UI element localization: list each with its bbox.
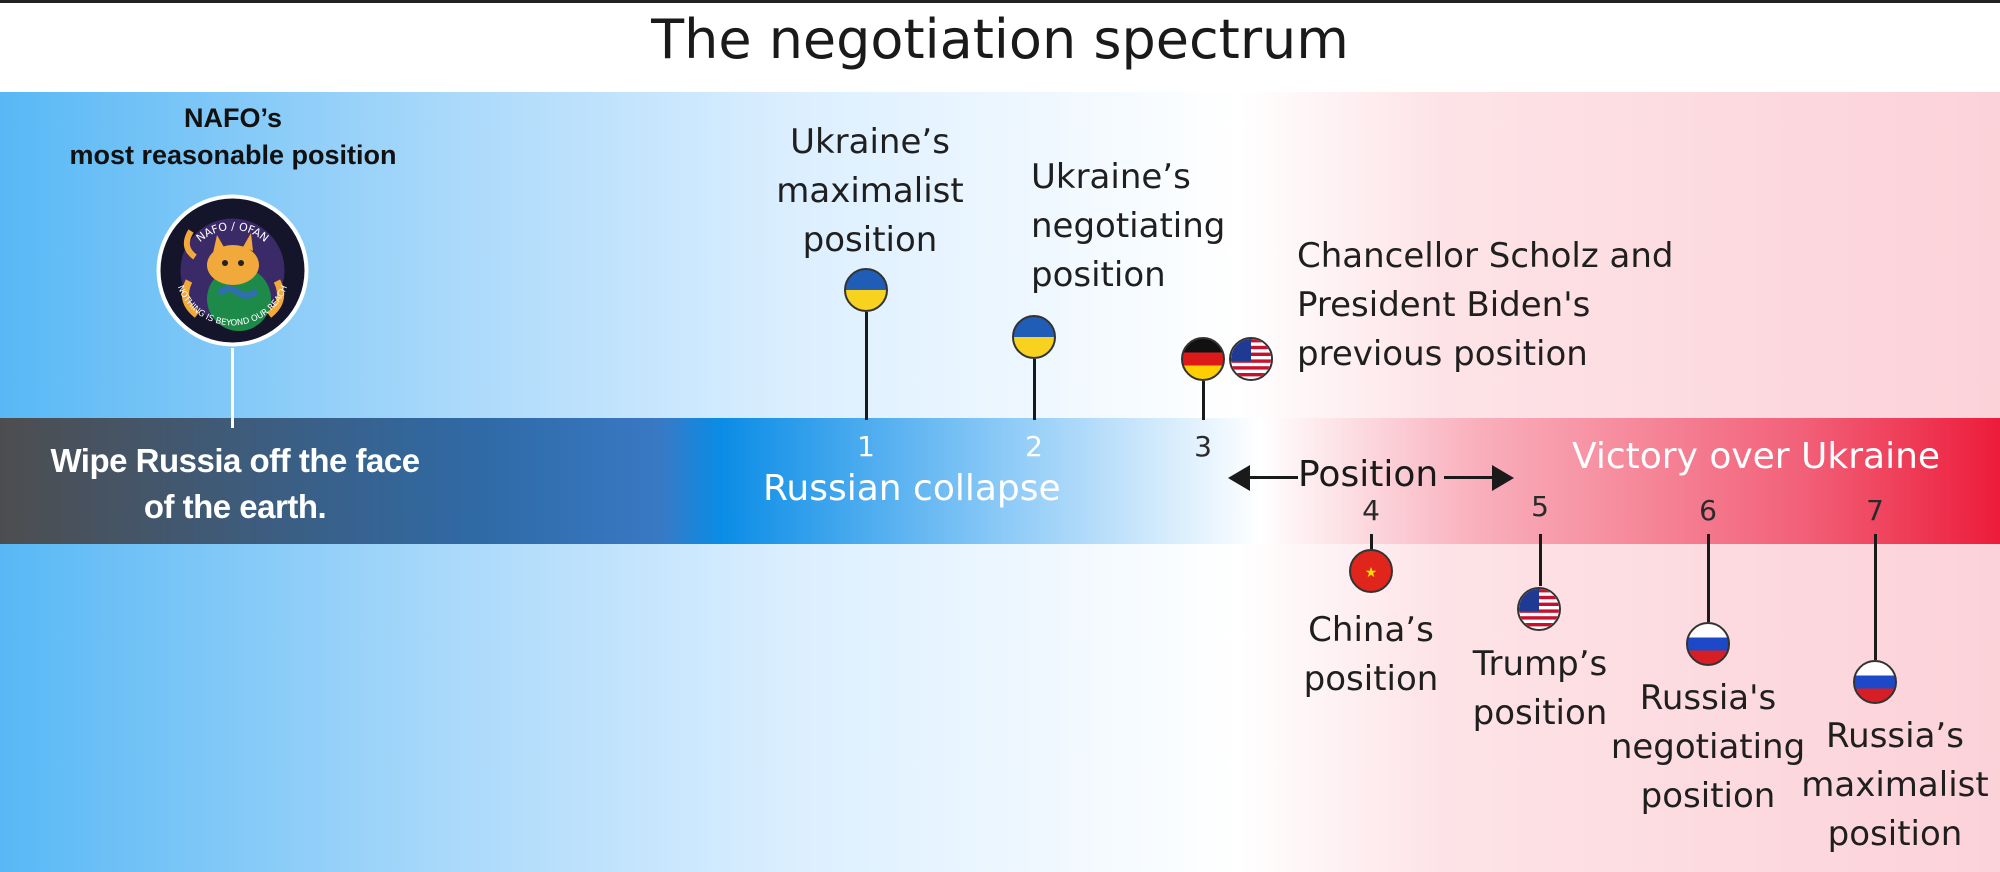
position-4-number: 4 xyxy=(1362,494,1380,527)
position-7-label-line: maximalist xyxy=(1801,765,1989,805)
position-2-label-line: Ukraine’s xyxy=(1031,157,1191,197)
nafo-caption-line2: most reasonable position xyxy=(69,140,397,170)
position-3-label-line: President Biden's xyxy=(1297,285,1591,325)
position-7-label-line: position xyxy=(1827,814,1963,854)
russia-flag-icon xyxy=(1686,622,1730,666)
arrow-right-shaft xyxy=(1444,476,1494,479)
nafo-band-text-line1: Wipe Russia off the face xyxy=(50,442,420,479)
position-3-label-line: previous position xyxy=(1297,334,1588,374)
position-6-label-line: Russia's xyxy=(1639,678,1777,718)
position-label: Position xyxy=(1298,454,1439,495)
nafo-band-text: Wipe Russia off the face of the earth. xyxy=(0,438,470,530)
position-6-label-line: position xyxy=(1640,776,1776,816)
position-2-label-line: position xyxy=(1031,255,1166,295)
position-3-stem xyxy=(1202,381,1205,420)
usa-flag-icon xyxy=(1229,337,1273,381)
germany-flag-icon xyxy=(1181,337,1225,381)
usa-flag-graphic xyxy=(1519,589,1559,629)
arrow-left-icon xyxy=(1228,465,1250,491)
position-2-stem xyxy=(1033,359,1036,420)
position-4-label: China’s position xyxy=(1271,606,1471,704)
nafo-caption: NAFO’s most reasonable position xyxy=(0,100,466,174)
diagram-title: The negotiation spectrum xyxy=(651,8,1349,71)
position-7-label-line: Russia’s xyxy=(1826,716,1964,756)
nafo-logo: NAFO / OFAN NOTHING IS BEYOND OUR REACH xyxy=(156,194,309,347)
arrow-right-icon xyxy=(1492,465,1514,491)
position-3-number: 3 xyxy=(1194,430,1212,463)
position-7-stem xyxy=(1874,534,1877,660)
position-5-stem xyxy=(1539,534,1542,586)
position-7-label: Russia’s maximalist position xyxy=(1790,712,2000,859)
position-2-label-line: negotiating xyxy=(1031,206,1226,246)
nafo-caption-line1: NAFO’s xyxy=(183,103,282,133)
position-1-label: Ukraine’s maximalist position xyxy=(770,118,970,265)
top-rule xyxy=(0,0,2000,3)
position-5-label-line: Trump’s xyxy=(1472,644,1608,684)
position-4-label-line: position xyxy=(1303,659,1439,699)
nafo-stem xyxy=(231,348,234,428)
position-1-label-line: maximalist xyxy=(776,171,964,211)
ukraine-flag-icon xyxy=(844,268,888,312)
usa-flag-icon xyxy=(1517,587,1561,631)
arrow-left-shaft xyxy=(1248,476,1298,479)
position-1-number: 1 xyxy=(857,430,875,463)
nafo-band-text-line2: of the earth. xyxy=(143,488,327,525)
position-5-number: 5 xyxy=(1531,490,1549,523)
position-3-label-line: Chancellor Scholz and xyxy=(1297,236,1674,276)
position-3-label: Chancellor Scholz and President Biden's … xyxy=(1297,232,1673,379)
position-5-label-line: position xyxy=(1472,693,1608,733)
position-5-label: Trump’s position xyxy=(1440,640,1640,738)
position-7-number: 7 xyxy=(1866,494,1884,527)
spectrum-band xyxy=(0,418,2000,544)
position-6-label: Russia's negotiating position xyxy=(1598,674,1818,821)
ukraine-flag-icon xyxy=(1012,315,1056,359)
china-flag-icon: ★ xyxy=(1349,549,1393,593)
position-6-stem xyxy=(1707,534,1710,622)
russia-flag-icon xyxy=(1853,660,1897,704)
position-2-label: Ukraine’s negotiating position xyxy=(1031,153,1225,300)
victory-over-ukraine-label: Victory over Ukraine xyxy=(1572,436,1941,477)
position-4-label-line: China’s xyxy=(1308,610,1434,650)
russian-collapse-label: Russian collapse xyxy=(763,468,1061,509)
position-6-label-line: negotiating xyxy=(1610,727,1806,767)
position-1-label-line: Ukraine’s xyxy=(790,122,950,162)
position-1-stem xyxy=(865,312,868,420)
position-1-label-line: position xyxy=(802,220,938,260)
position-4-stem xyxy=(1370,534,1373,550)
position-6-number: 6 xyxy=(1699,494,1717,527)
usa-flag-graphic xyxy=(1231,339,1271,379)
position-2-number: 2 xyxy=(1025,430,1043,463)
